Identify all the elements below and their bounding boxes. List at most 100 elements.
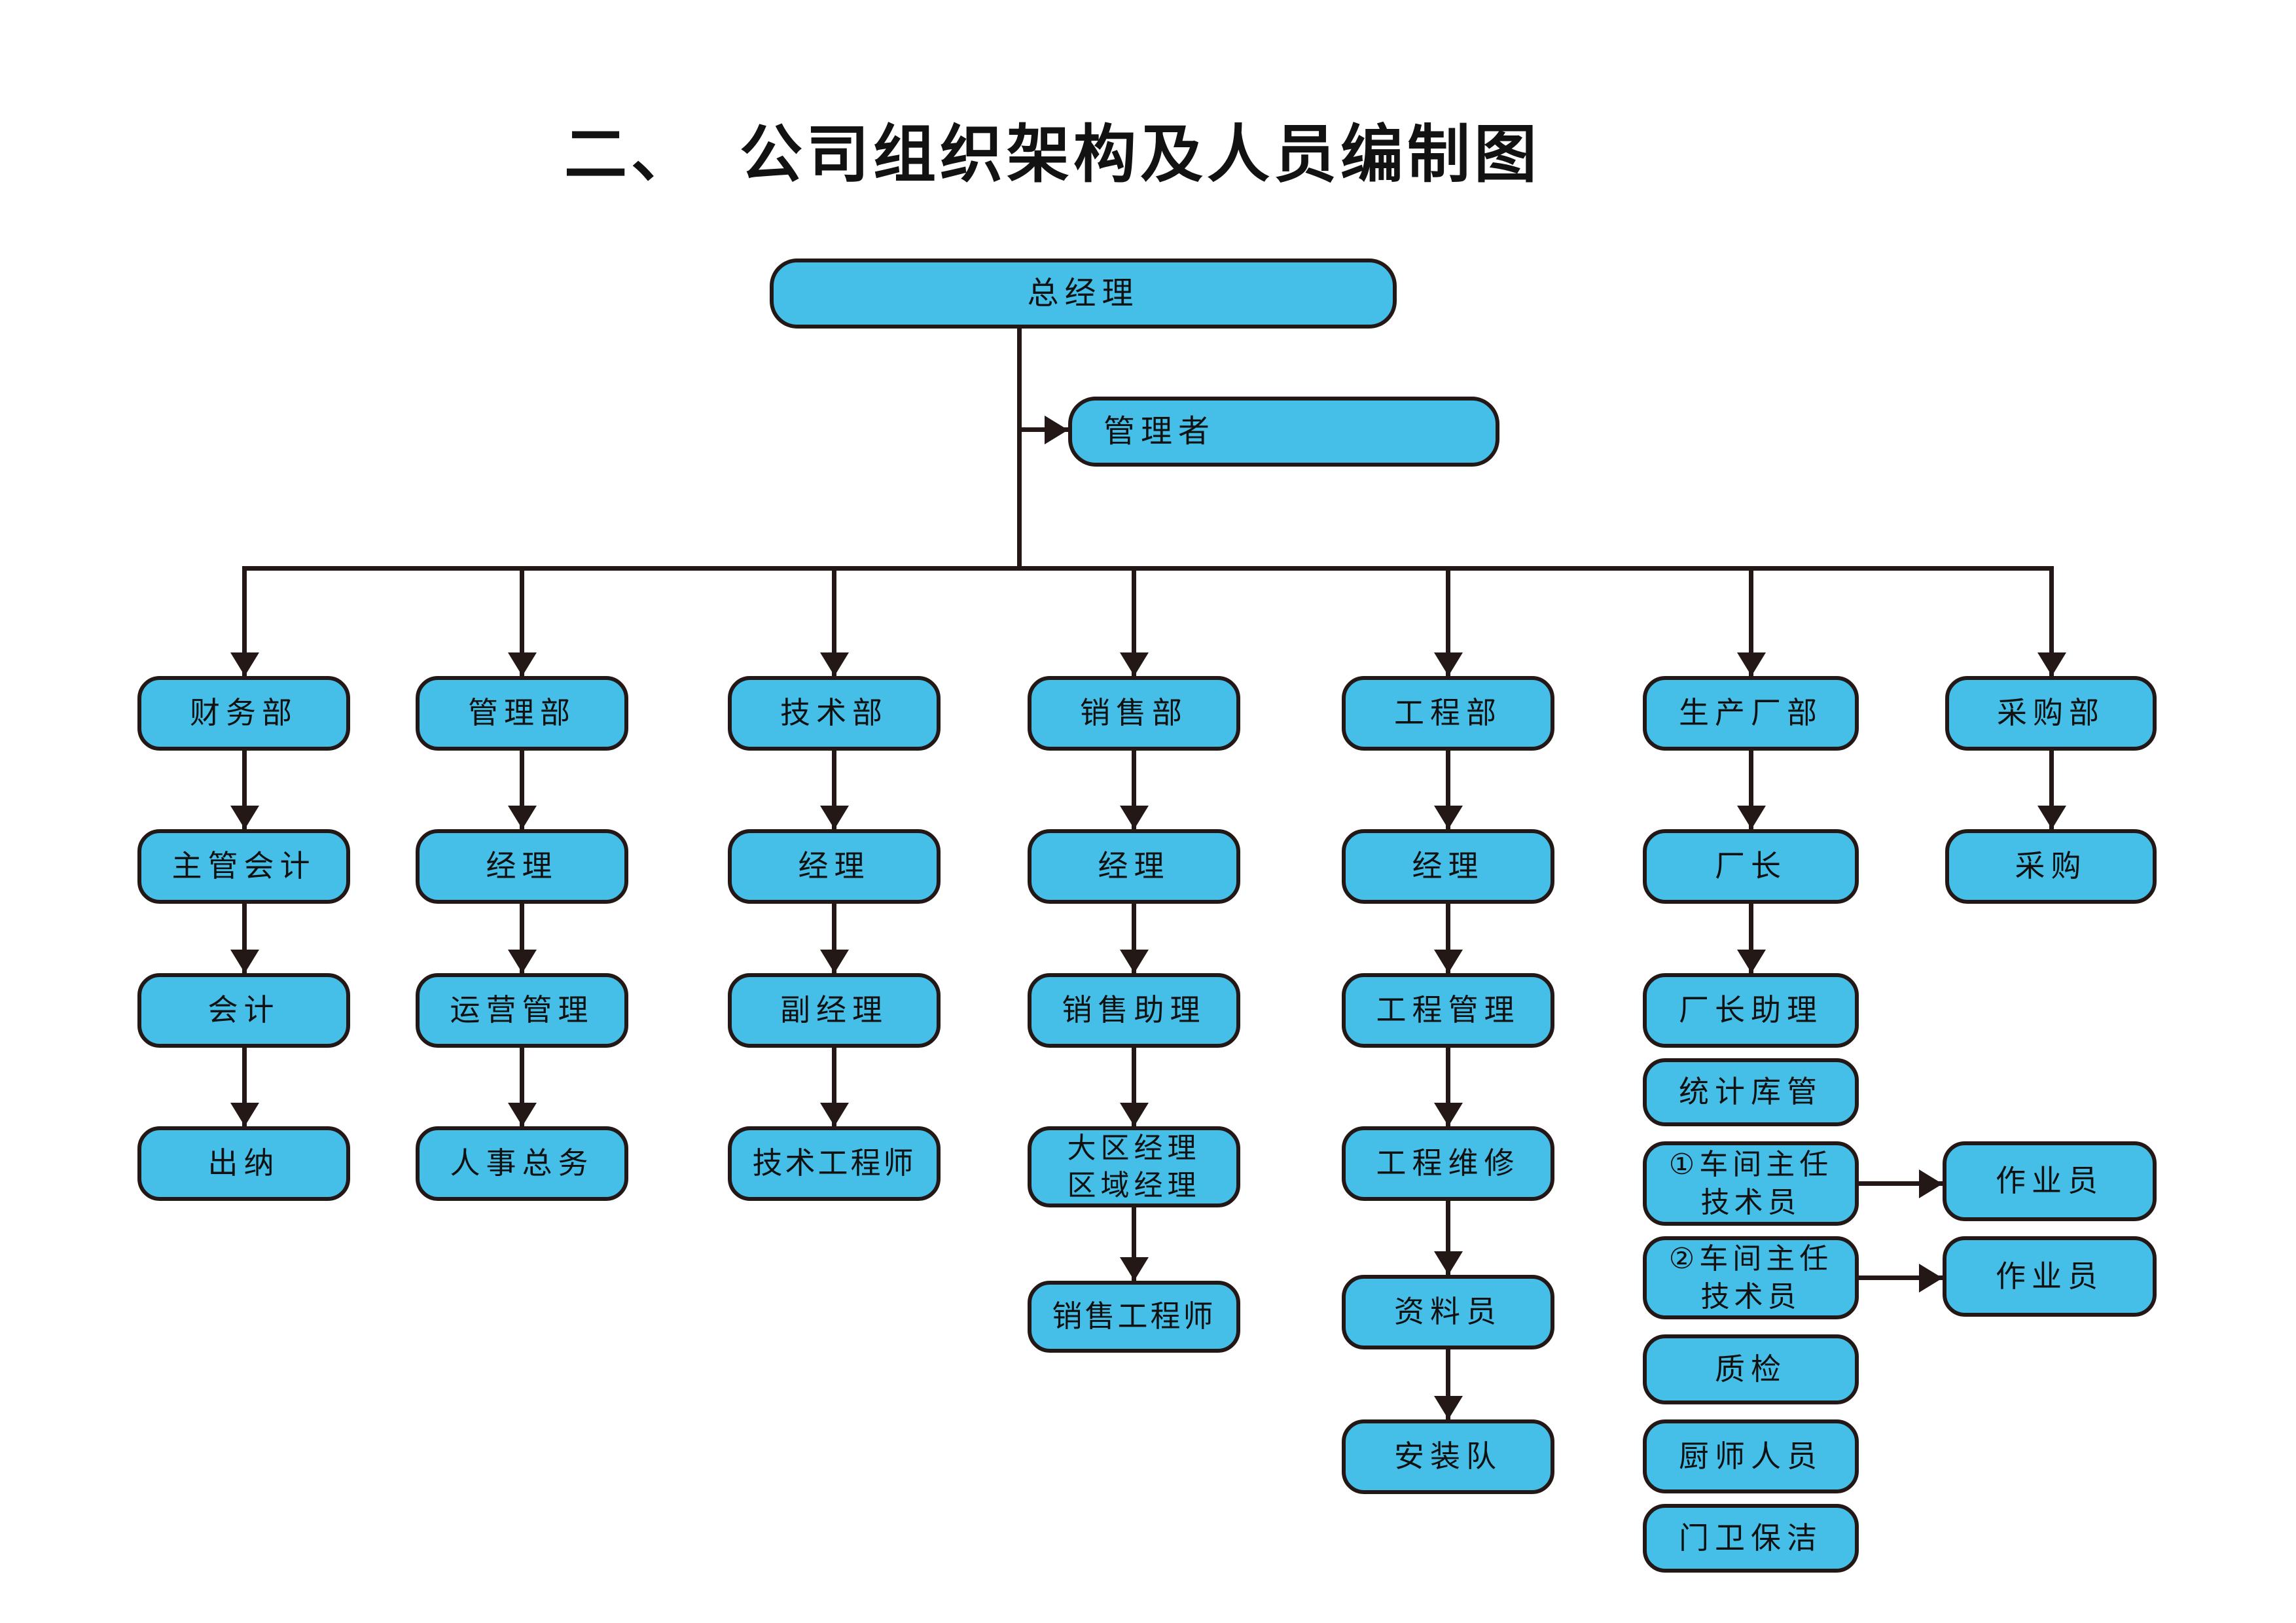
node-guard-cleaning: 门卫保洁 — [1643, 1504, 1859, 1573]
arrow-finance-to-chief-accountant — [242, 751, 247, 829]
arrow-deputy-to-engineer — [832, 1048, 836, 1126]
node-deputy-manager: 副经理 — [728, 973, 941, 1048]
node-tech-engineer: 技术工程师 — [728, 1126, 941, 1201]
node-prod-dept: 生产厂部 — [1643, 676, 1859, 751]
node-guard-cleaning-label: 门卫保洁 — [1679, 1520, 1823, 1556]
page-title: 二、公司组织架构及人员编制图 — [564, 103, 1541, 194]
arrow-manager-to-deputy — [832, 904, 836, 973]
arrow-tech-to-manager — [832, 751, 836, 829]
arrow-assistant-to-region — [1132, 1048, 1136, 1126]
arrow-eng-mgmt-to-maint — [1446, 1048, 1450, 1126]
node-stats-warehouse: 统计库管 — [1643, 1058, 1859, 1126]
arrow-to-purchase-dept — [2049, 568, 2054, 676]
arrow-eng-to-manager — [1446, 751, 1450, 829]
node-sales-manager-label: 经理 — [1098, 848, 1170, 884]
node-cook-staff: 厨师人员 — [1643, 1419, 1859, 1493]
node-accountant-label: 会计 — [207, 992, 280, 1028]
node-general-manager-label: 总经理 — [1027, 274, 1139, 312]
node-admin-manager-label: 经理 — [486, 848, 558, 884]
arrow-manager-to-operations — [520, 904, 524, 973]
title-prefix: 二、 — [564, 118, 698, 191]
arrow-accountant-to-cashier — [242, 1048, 247, 1126]
node-admin-dept: 管理部 — [416, 676, 628, 751]
title-text: 公司组织架构及人员编制图 — [740, 118, 1541, 191]
node-eng-manager-label: 经理 — [1412, 848, 1484, 884]
node-manager: 管理者 — [1068, 397, 1499, 467]
arrow-maint-to-doc-clerk — [1446, 1201, 1450, 1275]
node-admin-manager: 经理 — [416, 829, 628, 904]
node-sales-dept: 销售部 — [1028, 676, 1240, 751]
node-quality-check: 质检 — [1643, 1334, 1859, 1404]
arrow-doc-clerk-to-install — [1446, 1349, 1450, 1419]
node-chief-accountant-label: 主管会计 — [171, 848, 316, 884]
arrow-manager-to-eng-mgmt — [1446, 904, 1450, 973]
arrow-to-eng-dept — [1446, 568, 1450, 676]
connector-gm-trunk — [1017, 327, 1022, 571]
node-eng-mgmt-label: 工程管理 — [1376, 992, 1520, 1028]
node-sales-dept-label: 销售部 — [1080, 695, 1188, 731]
arrow-workshop2-to-operator2 — [1859, 1275, 1943, 1280]
arrow-operations-to-hr — [520, 1048, 524, 1126]
node-director-assistant: 厂长助理 — [1643, 973, 1859, 1048]
arrow-to-finance-dept — [242, 568, 247, 676]
node-tech-dept: 技术部 — [728, 676, 941, 751]
arrow-to-tech-dept — [832, 568, 836, 676]
node-deputy-manager-label: 副经理 — [780, 992, 888, 1028]
node-sales-assistant: 销售助理 — [1028, 973, 1240, 1048]
node-tech-engineer-label: 技术工程师 — [752, 1145, 916, 1181]
node-factory-director-label: 厂长 — [1715, 848, 1787, 884]
node-hr-general-label: 人事总务 — [450, 1145, 594, 1181]
node-workshop2: ②车间主任技术员 — [1643, 1236, 1859, 1319]
arrow-region-to-sales-engineer — [1132, 1207, 1136, 1281]
node-finance-dept-label: 财务部 — [190, 695, 298, 731]
connector-distribution-line — [242, 566, 2054, 571]
arrow-sales-to-manager — [1132, 751, 1136, 829]
node-tech-manager: 经理 — [728, 829, 941, 904]
arrow-to-admin-dept — [520, 568, 524, 676]
node-operator1-label: 作业员 — [1996, 1163, 2104, 1199]
node-tech-dept-label: 技术部 — [780, 695, 888, 731]
node-workshop1-label: ①车间主任技术员 — [1668, 1148, 1833, 1219]
node-quality-check-label: 质检 — [1715, 1351, 1787, 1387]
arrow-director-to-assistant — [1749, 904, 1753, 973]
node-workshop2-label: ②车间主任技术员 — [1668, 1242, 1833, 1313]
node-sales-manager: 经理 — [1028, 829, 1240, 904]
node-manager-label: 管理者 — [1103, 412, 1216, 450]
node-workshop1: ①车间主任技术员 — [1643, 1141, 1859, 1226]
node-purchase-dept-label: 采购部 — [1997, 695, 2105, 731]
node-sales-assistant-label: 销售助理 — [1062, 992, 1206, 1028]
node-region-manager: 大区经理区域经理 — [1028, 1126, 1240, 1207]
node-sales-engineer: 销售工程师 — [1028, 1281, 1240, 1353]
node-sales-engineer-label: 销售工程师 — [1052, 1298, 1216, 1334]
node-operator2: 作业员 — [1943, 1236, 2157, 1317]
arrow-gm-to-manager — [1019, 427, 1068, 432]
arrow-to-sales-dept — [1132, 568, 1136, 676]
node-finance-dept: 财务部 — [137, 676, 350, 751]
node-operations-mgmt-label: 运营管理 — [450, 992, 594, 1028]
node-stats-warehouse-label: 统计库管 — [1679, 1074, 1823, 1110]
node-eng-mgmt: 工程管理 — [1342, 973, 1554, 1048]
node-factory-director: 厂长 — [1643, 829, 1859, 904]
node-eng-manager: 经理 — [1342, 829, 1554, 904]
node-cook-staff-label: 厨师人员 — [1679, 1438, 1823, 1474]
node-tech-manager-label: 经理 — [798, 848, 870, 884]
node-eng-maint: 工程维修 — [1342, 1126, 1554, 1201]
node-eng-dept-label: 工程部 — [1394, 695, 1502, 731]
node-purchasing-label: 采购 — [2015, 848, 2087, 884]
node-general-manager: 总经理 — [770, 259, 1397, 329]
node-operator2-label: 作业员 — [1996, 1258, 2104, 1294]
node-operations-mgmt: 运营管理 — [416, 973, 628, 1048]
node-chief-accountant: 主管会计 — [137, 829, 350, 904]
node-eng-dept: 工程部 — [1342, 676, 1554, 751]
arrow-workshop1-to-operator1 — [1859, 1181, 1943, 1186]
node-hr-general: 人事总务 — [416, 1126, 628, 1201]
node-accountant: 会计 — [137, 973, 350, 1048]
node-prod-dept-label: 生产厂部 — [1679, 695, 1823, 731]
node-cashier: 出纳 — [137, 1126, 350, 1201]
node-doc-clerk: 资料员 — [1342, 1275, 1554, 1349]
node-region-manager-label: 大区经理区域经理 — [1067, 1131, 1201, 1202]
arrow-manager-to-assistant — [1132, 904, 1136, 973]
node-admin-dept-label: 管理部 — [468, 695, 576, 731]
node-purchase-dept: 采购部 — [1945, 676, 2157, 751]
